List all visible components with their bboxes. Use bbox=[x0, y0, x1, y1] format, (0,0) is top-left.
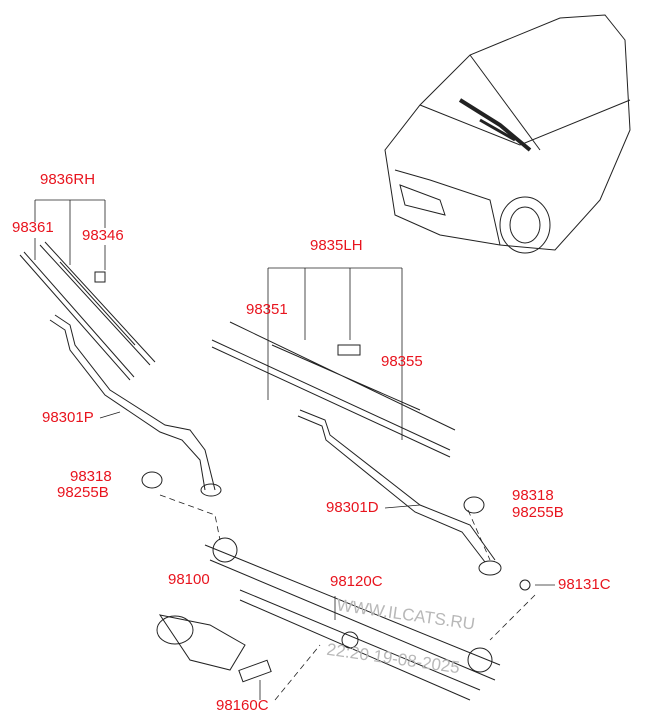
label-98346: 98346 bbox=[82, 227, 124, 244]
wiper-blade-lh bbox=[211, 321, 456, 458]
leader-lines bbox=[34, 199, 555, 701]
label-98255B-left: 98255B bbox=[57, 484, 109, 501]
label-98100: 98100 bbox=[168, 571, 210, 588]
label-98255B-right: 98255B bbox=[512, 504, 564, 521]
label-98351: 98351 bbox=[246, 301, 288, 318]
wiper-blade-rh bbox=[19, 241, 156, 381]
label-98361: 98361 bbox=[12, 219, 54, 236]
label-98355: 98355 bbox=[381, 353, 423, 370]
label-98318-right: 98318 bbox=[512, 487, 554, 504]
car-illustration bbox=[384, 14, 631, 254]
label-9836RH: 9836RH bbox=[40, 171, 96, 188]
label-98318-left: 98318 bbox=[70, 468, 112, 485]
label-98160C: 98160C bbox=[216, 697, 269, 714]
label-98120C: 98120C bbox=[330, 573, 383, 590]
label-98301P: 98301P bbox=[42, 409, 94, 426]
label-98131C: 98131C bbox=[558, 576, 611, 593]
wiper-arm-lh bbox=[297, 409, 531, 591]
label-98301D: 98301D bbox=[326, 499, 379, 516]
wiper-arm-rh bbox=[49, 314, 222, 497]
wiper-linkage bbox=[156, 537, 501, 701]
label-9835LH: 9835LH bbox=[310, 237, 363, 254]
